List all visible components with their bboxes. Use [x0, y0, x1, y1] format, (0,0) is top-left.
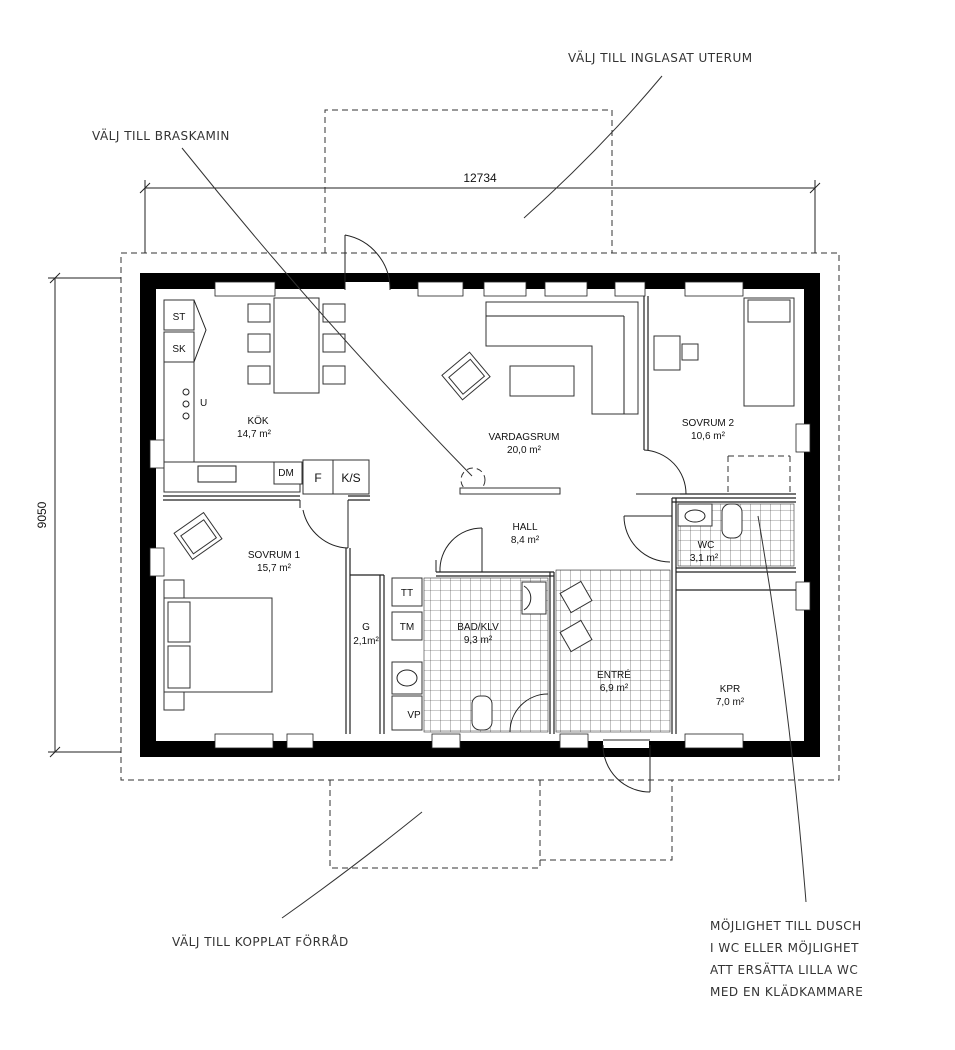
- uterum-outline: [324, 109, 613, 253]
- svg-text:MED EN KLÄDKAMMARE: MED EN KLÄDKAMMARE: [710, 984, 863, 999]
- room-area: 3,1 m²: [690, 553, 719, 564]
- porch-outline: [540, 780, 673, 861]
- room-area: 8,4 m²: [511, 535, 540, 546]
- bedroom2-furniture: [653, 297, 795, 494]
- svg-text:ATT ERSÄTTA LILLA WC: ATT ERSÄTTA LILLA WC: [710, 962, 858, 977]
- room-name: ENTRÉ: [597, 668, 631, 681]
- windows: [149, 281, 811, 749]
- room-name: HALL: [512, 522, 537, 533]
- room-name: WC: [698, 540, 715, 551]
- annotation-forrad: VÄLJ TILL KOPPLAT FÖRRÅD: [172, 933, 349, 949]
- room-name: SOVRUM 1: [248, 550, 301, 561]
- corner-sofa: [485, 301, 639, 415]
- tm-box: [391, 611, 423, 641]
- vp-label: VP: [407, 710, 421, 721]
- annotation-braskamin: VÄLJ TILL BRASKAMIN: [92, 128, 230, 143]
- room-name: KÖK: [247, 415, 268, 427]
- svg-text:I WC ELLER MÖJLIGHET: I WC ELLER MÖJLIGHET: [710, 939, 859, 955]
- outer-walls: [140, 273, 820, 757]
- tt-label: TT: [401, 588, 413, 599]
- toilet-wc: [721, 503, 743, 539]
- u-label: U: [200, 398, 207, 409]
- room-name: BAD/KLV: [457, 622, 499, 633]
- room-name: G: [362, 622, 370, 633]
- f-label: F: [314, 471, 321, 485]
- room-area: 20,0 m²: [507, 445, 542, 456]
- tt-box: [391, 577, 423, 607]
- bathroom-fixtures: TT TM VP: [391, 503, 743, 731]
- room-area: 9,3 m²: [464, 635, 493, 646]
- vp-box: [391, 695, 423, 731]
- sk-label: SK: [172, 344, 186, 355]
- forrad-outline: [329, 780, 541, 869]
- room-name: SOVRUM 2: [682, 418, 735, 429]
- interior-walls: [163, 296, 796, 734]
- dm-label: DM: [278, 468, 294, 479]
- sink-wc: [677, 503, 713, 527]
- sk-cabinet: [163, 331, 195, 363]
- svg-text:MÖJLIGHET TILL DUSCH: MÖJLIGHET TILL DUSCH: [710, 917, 862, 933]
- bedroom1-furniture: [163, 511, 273, 711]
- st-cabinet: [163, 299, 195, 331]
- height-dimension: 9050: [35, 272, 121, 758]
- room-area: 7,0 m²: [716, 697, 745, 708]
- kitchen-fixtures: ST SK U DM F K/S: [163, 299, 370, 495]
- room-area: 10,6 m²: [691, 431, 726, 442]
- entrance-chairs: [559, 580, 593, 653]
- room-area: 6,9 m²: [600, 683, 629, 694]
- doors: [299, 234, 687, 793]
- annotation-uterum: VÄLJ TILL INGLASAT UTERUM: [568, 50, 753, 65]
- living-room-furniture: [441, 301, 639, 495]
- room-name: KPR: [720, 684, 741, 695]
- coffee-table: [509, 365, 575, 397]
- dining-table: [247, 297, 346, 394]
- width-dimension: 12734: [139, 171, 821, 253]
- ks-label: K/S: [341, 471, 360, 485]
- room-area: 15,7 m²: [257, 563, 292, 574]
- annotation-leaders: [181, 75, 807, 919]
- room-area: 2,1m²: [353, 636, 379, 647]
- annotation-dusch: MÖJLIGHET TILL DUSCH I WC ELLER MÖJLIGHE…: [710, 917, 863, 999]
- width-dimension-label: 12734: [463, 171, 497, 185]
- toilet-bath: [471, 695, 493, 731]
- tm-label: TM: [400, 622, 414, 633]
- height-dimension-label: 9050: [35, 501, 49, 528]
- room-name: VARDAGSRUM: [489, 432, 560, 443]
- outer-boundary: [120, 252, 840, 781]
- room-area: 14,7 m²: [237, 429, 272, 440]
- braskamin-marker: [460, 467, 486, 493]
- st-label: ST: [173, 312, 186, 323]
- desk: [653, 335, 681, 371]
- room-labels: KÖK 14,7 m² VARDAGSRUM 20,0 m² SOVRUM 2 …: [237, 415, 745, 708]
